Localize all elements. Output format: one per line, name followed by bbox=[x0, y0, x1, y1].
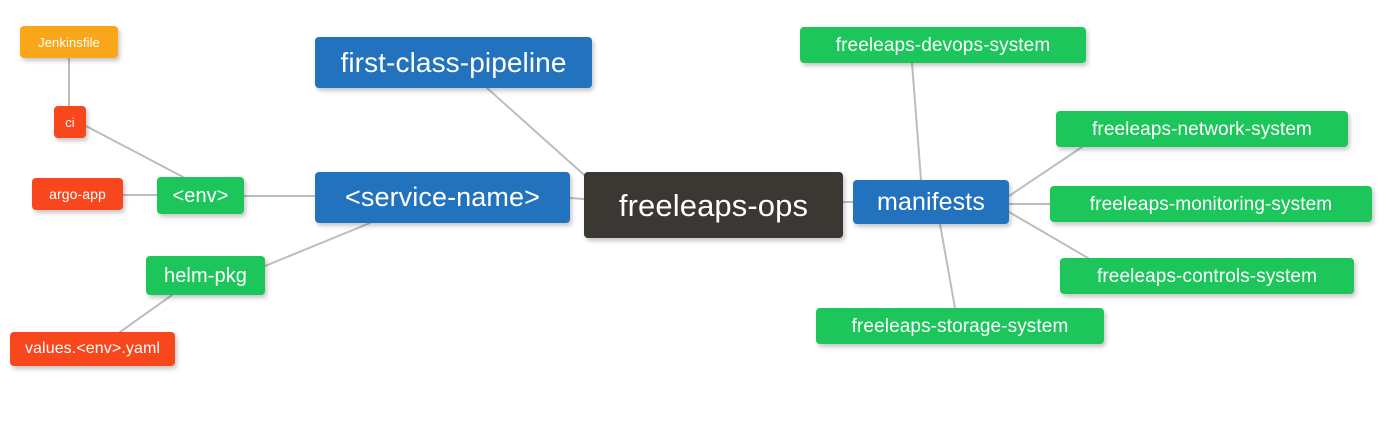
node-controls-system[interactable]: freeleaps-controls-system bbox=[1060, 258, 1354, 294]
node-label-controls-system: freeleaps-controls-system bbox=[1096, 265, 1318, 287]
node-label-devops-system: freeleaps-devops-system bbox=[835, 34, 1051, 56]
edge-manifests-to-storage-system bbox=[939, 223, 956, 309]
node-monitoring-system[interactable]: freeleaps-monitoring-system bbox=[1050, 186, 1372, 222]
edge-freeleaps-ops-to-service-name bbox=[569, 197, 585, 200]
edge-freeleaps-ops-to-first-class-pipeline bbox=[486, 87, 593, 183]
node-env[interactable]: <env> bbox=[157, 177, 244, 214]
node-first-class-pipeline[interactable]: first-class-pipeline bbox=[315, 37, 592, 88]
node-label-manifests: manifests bbox=[877, 187, 985, 216]
node-freeleaps-ops[interactable]: freeleaps-ops bbox=[584, 172, 843, 238]
node-label-argo-app: argo-app bbox=[49, 186, 106, 202]
node-helm-pkg[interactable]: helm-pkg bbox=[146, 256, 265, 295]
node-jenkinsfile[interactable]: Jenkinsfile bbox=[20, 26, 118, 58]
node-service-name[interactable]: <service-name> bbox=[315, 172, 570, 223]
node-label-storage-system: freeleaps-storage-system bbox=[851, 315, 1069, 337]
node-ci[interactable]: ci bbox=[54, 106, 86, 138]
node-label-freeleaps-ops: freeleaps-ops bbox=[618, 187, 809, 223]
edge-helm-pkg-to-values-yaml bbox=[119, 294, 173, 333]
node-network-system[interactable]: freeleaps-network-system bbox=[1056, 111, 1348, 147]
node-manifests[interactable]: manifests bbox=[853, 180, 1009, 224]
node-label-service-name: <service-name> bbox=[345, 182, 540, 212]
node-values-yaml[interactable]: values.<env>.yaml bbox=[10, 332, 175, 366]
node-storage-system[interactable]: freeleaps-storage-system bbox=[816, 308, 1104, 344]
node-label-ci: ci bbox=[65, 114, 75, 130]
edge-service-name-to-helm-pkg bbox=[264, 222, 371, 267]
node-label-network-system: freeleaps-network-system bbox=[1092, 118, 1312, 140]
node-label-jenkinsfile: Jenkinsfile bbox=[38, 34, 100, 50]
node-label-env: <env> bbox=[172, 184, 229, 207]
node-devops-system[interactable]: freeleaps-devops-system bbox=[800, 27, 1086, 63]
node-argo-app[interactable]: argo-app bbox=[32, 178, 123, 210]
node-label-first-class-pipeline: first-class-pipeline bbox=[340, 46, 567, 78]
edge-env-to-ci bbox=[85, 125, 184, 178]
node-label-values-yaml: values.<env>.yaml bbox=[24, 340, 161, 357]
edge-manifests-to-devops-system bbox=[911, 62, 922, 181]
node-label-monitoring-system: freeleaps-monitoring-system bbox=[1089, 193, 1333, 215]
node-label-helm-pkg: helm-pkg bbox=[163, 264, 248, 287]
